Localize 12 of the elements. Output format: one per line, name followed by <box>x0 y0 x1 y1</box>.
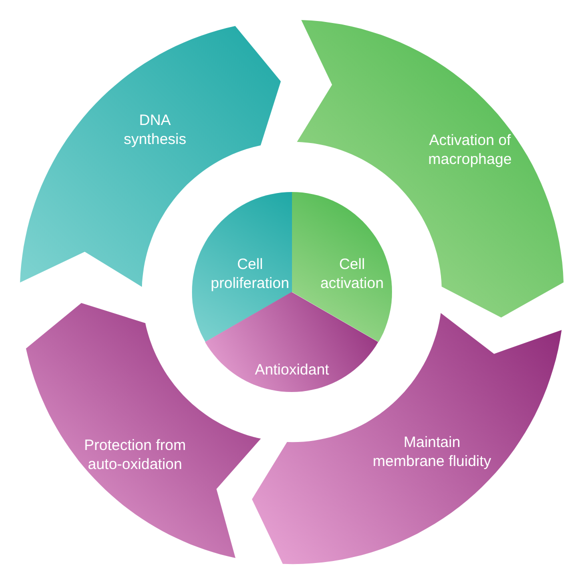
puzzle-piece <box>292 192 392 342</box>
piece-label: Cell proliferation <box>210 255 290 293</box>
piece-label: Maintain membrane fluidity <box>372 432 492 471</box>
piece-label: DNA synthesis <box>122 110 188 149</box>
piece-label: Antioxidant <box>254 360 330 380</box>
piece-label: Protection from auto-oxidation <box>83 436 187 474</box>
puzzle-piece <box>192 192 292 342</box>
piece-label: Activation of macrophage <box>427 130 513 169</box>
arrow-segment <box>252 312 562 564</box>
puzzle-piece <box>205 292 379 392</box>
arrow-segment <box>297 20 564 318</box>
piece-label: Cell activation <box>319 255 385 293</box>
